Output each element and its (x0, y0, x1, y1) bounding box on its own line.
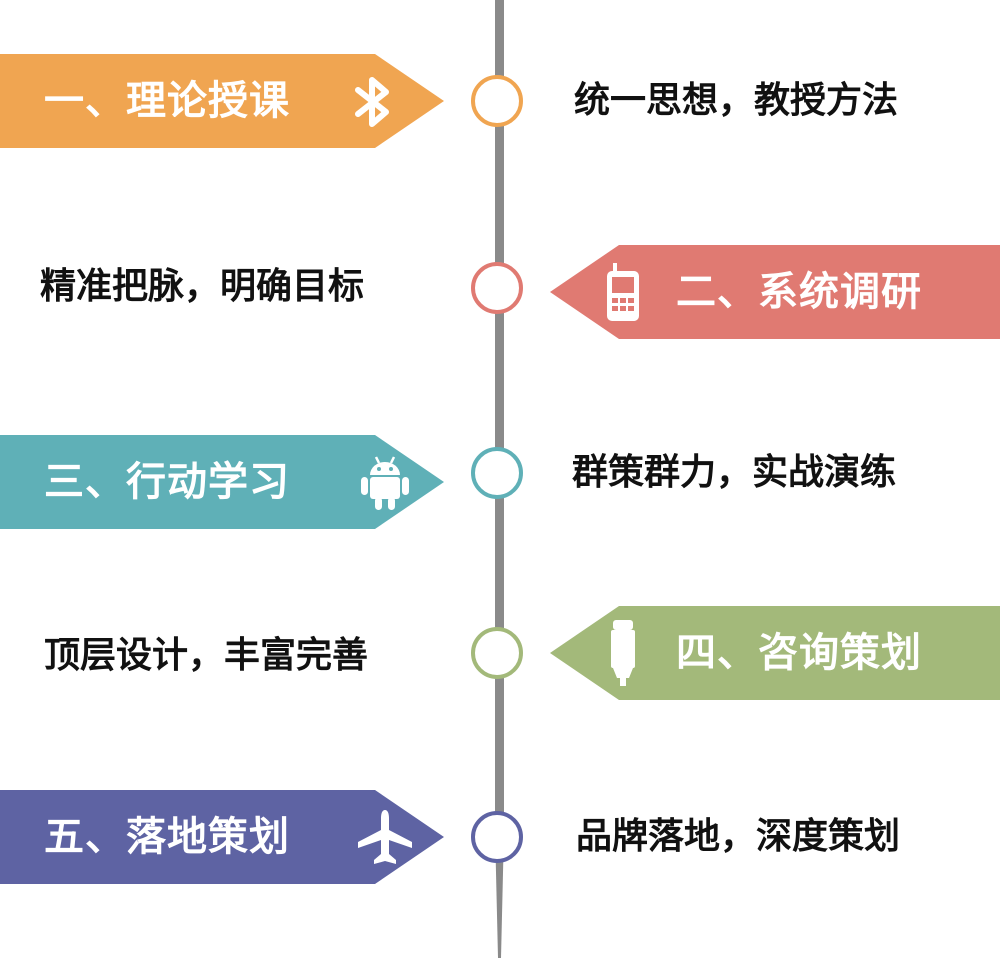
airplane-icon (358, 810, 412, 864)
step-3-label: 三、行动学习 (44, 459, 290, 505)
step-4-node (471, 627, 523, 679)
step-3-caption: 群策群力，实战演练 (572, 452, 897, 493)
marker-pen-icon (611, 620, 635, 686)
step-5-tag-shape (0, 790, 444, 884)
timeline-spine (495, 0, 504, 835)
step-1-label: 一、理论授课 (44, 78, 290, 124)
step-1-node (471, 75, 523, 127)
step-2-label: 二、系统调研 (676, 269, 922, 315)
step-5-node (471, 811, 523, 863)
step-4-caption: 顶层设计，丰富完善 (44, 635, 369, 676)
step-3-node (471, 447, 523, 499)
step-1-caption: 统一思想，教授方法 (574, 80, 899, 121)
step-1-tag-shape (0, 54, 444, 148)
step-5-tag: 五、落地策划 (0, 790, 444, 884)
step-2-tag: 二、系统调研 (550, 245, 1000, 339)
step-4-tag-shape (550, 606, 1000, 700)
step-2-tag-shape (550, 245, 1000, 339)
step-1-tag: 一、理论授课 (0, 54, 444, 148)
step-4-tag: 四、咨询策划 (550, 606, 1000, 700)
step-3-tag: 三、行动学习 (0, 435, 444, 529)
step-5-label: 五、落地策划 (44, 814, 290, 860)
mobile-phone-icon (607, 263, 639, 321)
android-icon (361, 456, 409, 510)
step-2-node (471, 262, 523, 314)
bluetooth-icon (355, 77, 389, 127)
step-2-caption: 精准把脉，明确目标 (40, 266, 365, 307)
step-4-label: 四、咨询策划 (676, 630, 922, 676)
step-5-caption: 品牌落地，深度策划 (576, 816, 901, 857)
step-3-tag-shape (0, 435, 444, 529)
